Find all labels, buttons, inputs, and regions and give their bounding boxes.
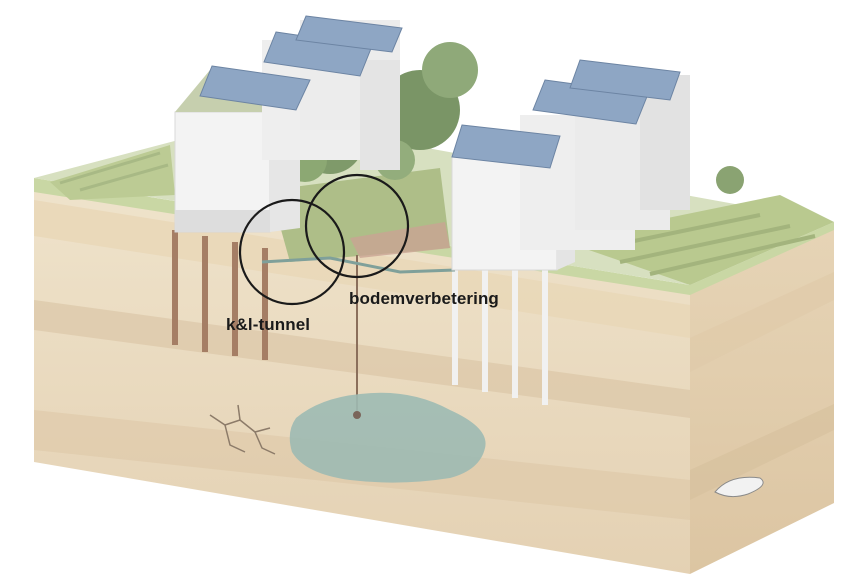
path	[350, 222, 450, 258]
soil-improvement-circle	[304, 173, 410, 279]
soil-layer-side-2	[690, 404, 834, 500]
tunnel-line	[261, 256, 456, 274]
soil-layer-top	[34, 200, 690, 338]
stone-icon	[714, 476, 764, 498]
soil-layer-side-1	[690, 272, 834, 372]
root-icon	[209, 404, 276, 455]
well-head	[353, 411, 361, 419]
solar-panel-icon	[199, 15, 403, 111]
garden-left	[50, 145, 175, 200]
water-body-icon	[289, 392, 486, 483]
solar-panel-icon	[451, 59, 681, 169]
soil-improvement-label: bodemverbetering	[349, 289, 499, 308]
garden-right	[560, 195, 834, 285]
foundation-piles-white	[452, 245, 548, 405]
soil-layer-dark	[34, 300, 690, 418]
kl-tunnel-circle	[238, 198, 346, 306]
foundation-piles	[172, 230, 268, 360]
heat-cold-tunnel-label: k&l-tunnel	[226, 315, 311, 334]
